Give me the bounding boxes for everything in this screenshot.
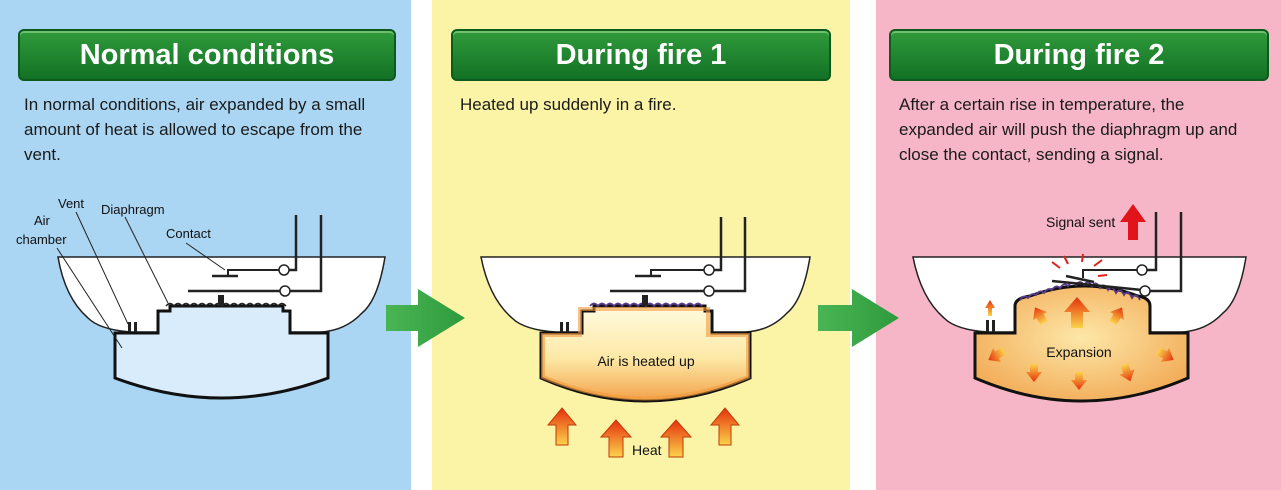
vent [986,320,989,332]
detector-fire-1: Air is heated up Heat [480,217,811,458]
description-line: close the contact, sending a signal. [899,145,1164,164]
label-diaphragm: Diaphragm [101,202,165,217]
label-expansion: Expansion [1046,344,1111,360]
terminal [1139,285,1151,297]
terminal [278,264,290,276]
detector-fire-2: Signal sent Expansion [912,204,1247,403]
wire [1150,212,1183,293]
description-line: After a certain rise in temperature, the [899,95,1185,114]
diaphragm-wave [1019,281,1141,301]
vent [128,322,131,332]
wire [289,215,298,272]
panel-title: During fire 1 [451,29,831,81]
flow-arrow-icon [818,289,899,347]
terminal [1136,264,1148,276]
heat-arrow-icon [599,419,633,458]
detector-normal: Vent Diaphragm Contact Air chamber [16,196,386,400]
panel-during-fire-1: During fire 1 Heated up suddenly in a fi… [432,0,850,490]
wire [290,215,323,293]
air-chamber-glow [541,307,750,401]
terminal [703,285,715,297]
panel-title: During fire 2 [889,29,1269,81]
diaphragm-post [642,295,648,306]
heat-arrow-icon [659,419,693,458]
terminal [279,285,291,297]
label-heat: Heat [632,442,662,458]
expansion-arrow-icon [1071,372,1087,390]
air-chamber [539,304,752,403]
wire [714,217,747,293]
contact-upper [1065,274,1095,284]
panel-description: In normal conditions, air expanded by a … [24,92,404,167]
description-line: expanded air will push the diaphragm up … [899,120,1238,139]
description-line: amount of heat is allowed to escape from… [24,120,363,139]
diaphragm-wave [165,302,287,308]
heat-arrow-icon [546,407,578,446]
heat-arrow-icon [709,407,741,446]
wire [1147,212,1158,272]
description-line: Heated up suddenly in a fire. [460,95,677,114]
expansion-arrow-icon [1064,297,1090,328]
label-contact: Contact [166,226,211,241]
expansion-arrow-icon [1119,363,1135,382]
panel-normal-conditions: Normal conditions In normal conditions, … [0,0,411,490]
expansion-arrow-icon [1026,364,1042,382]
contact-lower [1051,279,1143,292]
description-line: vent. [24,145,61,164]
wire [714,217,723,272]
panel-description: After a certain rise in temperature, the… [899,92,1279,167]
panel-description: Heated up suddenly in a fire. [460,92,840,117]
panel-title: Normal conditions [18,29,396,81]
label-signal-sent: Signal sent [1046,214,1115,230]
label-chamber: chamber [16,232,67,247]
description-line: In normal conditions, air expanded by a … [24,95,366,114]
expansion-arrow-icon [1109,307,1124,325]
spark-icon [1051,253,1108,277]
flow-arrow-icon [386,289,465,347]
signal-arrow-icon [1120,204,1146,240]
expansion-arrow-icon [1033,307,1048,325]
expansion-arrow-icon [1156,347,1174,362]
expansion-arrow-icon [988,347,1006,362]
terminal [703,264,715,276]
panel-during-fire-2: During fire 2 After a certain rise in te… [876,0,1281,490]
diaphragm-post [218,295,224,306]
label-air: Air [34,213,51,228]
label-vent: Vent [58,196,84,211]
label-air-heated: Air is heated up [597,353,694,369]
vent [560,322,563,332]
vent-arrow-icon [985,300,995,316]
